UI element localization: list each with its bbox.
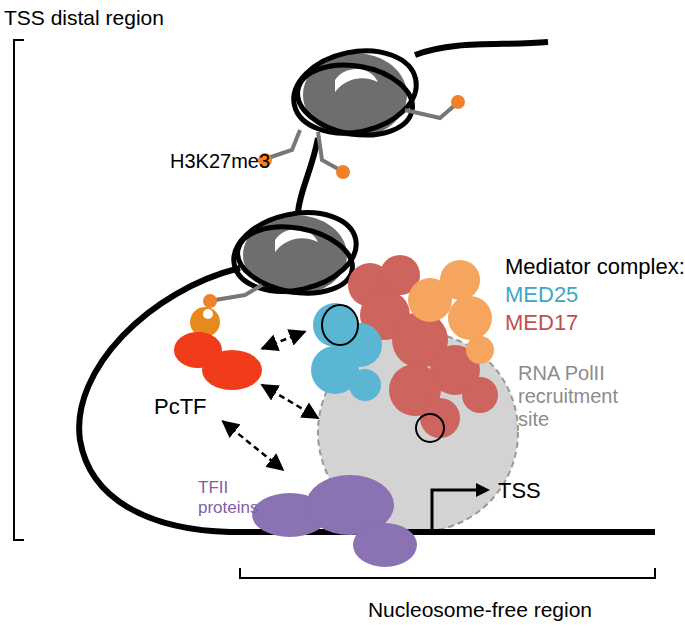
region-label: Nucleosome-free region xyxy=(368,598,592,622)
tss-arrow xyxy=(432,490,478,530)
mediator-subunit xyxy=(466,336,494,364)
histone-tail xyxy=(215,285,262,300)
histone-tails xyxy=(215,105,455,300)
mediator-node: Mediator complex: MED25MED17 xyxy=(305,250,685,420)
med25-subunit xyxy=(313,303,357,347)
recruitment-site-node: RNA PolII recruitment site xyxy=(318,332,655,532)
histone-tail xyxy=(318,132,340,170)
methyl-marks xyxy=(203,95,465,308)
med25-subunit xyxy=(349,369,381,401)
binding-site xyxy=(416,414,444,442)
pctf-shape xyxy=(202,350,262,390)
tss-arrowhead xyxy=(476,483,490,497)
complex-label: Mediator complex: xyxy=(505,254,685,279)
site-label: RNA PolII recruitment site xyxy=(518,362,643,431)
tfii-node: TFII proteins xyxy=(195,470,415,565)
histone-tail xyxy=(268,130,300,158)
protein-label: TFII proteins xyxy=(198,478,258,517)
mark-label: H3K27me3 xyxy=(170,150,270,173)
tfii-protein xyxy=(353,523,417,567)
methyl-mark xyxy=(336,165,350,179)
histone-tail xyxy=(405,105,455,118)
subunit-label: MED25 xyxy=(505,282,578,307)
mediator-subunit xyxy=(462,377,498,413)
methyl-mark xyxy=(203,294,217,308)
binding-site xyxy=(322,305,358,345)
nucleosome-highlight xyxy=(335,69,378,92)
methyl-pocket xyxy=(203,309,213,319)
protein-label: PcTF xyxy=(154,394,207,419)
region-label: TSS distal region xyxy=(4,6,164,30)
mediator-subunit xyxy=(448,296,492,340)
dna-wrap xyxy=(286,40,424,144)
mediator-subunit xyxy=(440,260,480,300)
mediator-complex xyxy=(311,255,498,442)
dna-wrap xyxy=(292,56,418,143)
dna-strand xyxy=(415,42,548,55)
methyl-mark xyxy=(451,95,465,109)
dna-strand xyxy=(298,138,318,212)
site-label: TSS xyxy=(498,478,541,503)
dna-wrap xyxy=(226,202,363,302)
interaction-arrow xyxy=(223,421,283,470)
pctf-node: PcTF xyxy=(150,300,262,421)
region-bracket xyxy=(14,40,24,540)
interaction-arrow xyxy=(262,385,318,418)
region-bracket xyxy=(240,568,655,578)
interaction-arrow xyxy=(262,332,305,349)
subunit-label: MED17 xyxy=(505,310,578,335)
